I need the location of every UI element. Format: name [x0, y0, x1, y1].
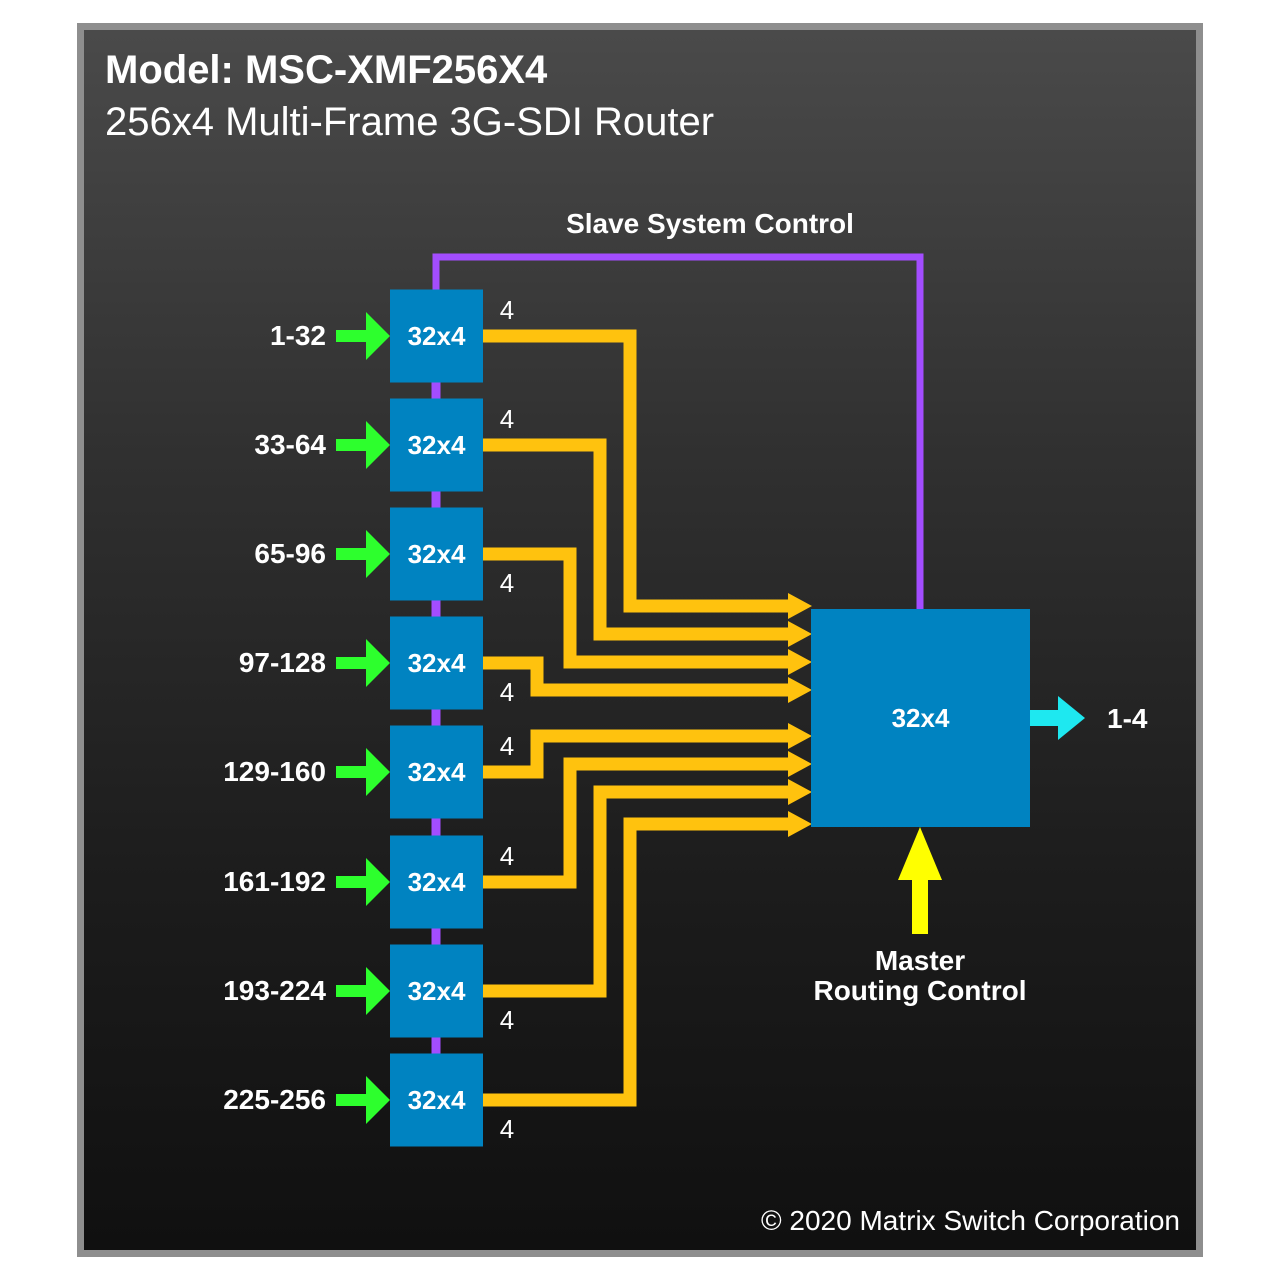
- frame-block: [390, 835, 483, 929]
- bus-line-5: [483, 729, 790, 779]
- bus-line-3: [483, 547, 790, 669]
- input-arrow-head: [366, 421, 390, 469]
- master-control-label: Master: [875, 945, 965, 976]
- master-block: [811, 609, 1030, 827]
- bus-arrow-6: [788, 751, 812, 777]
- frame-block-label: 32x4: [408, 321, 466, 351]
- input-range-label: 161-192: [223, 866, 326, 897]
- input-range-label: 97-128: [239, 647, 326, 678]
- bus-count-label: 4: [500, 731, 514, 761]
- bus-arrow-2: [788, 621, 812, 647]
- input-arrow-head: [366, 1076, 390, 1124]
- input-arrow-head: [366, 312, 390, 360]
- input-range-label: 129-160: [223, 756, 326, 787]
- input-arrow-shaft: [336, 439, 370, 451]
- bus-arrow-8: [788, 811, 812, 837]
- master-control-label: Routing Control: [813, 975, 1026, 1006]
- master-block-label: 32x4: [892, 703, 950, 733]
- bus-count-label: 4: [500, 677, 514, 707]
- bus-line-8: [483, 817, 790, 1107]
- input-arrow-shaft: [336, 985, 370, 997]
- input-arrow-head: [366, 530, 390, 578]
- copyright-notice: © 2020 Matrix Switch Corporation: [760, 1205, 1180, 1236]
- frame-block-label: 32x4: [408, 430, 466, 460]
- bus-arrow-5: [788, 723, 812, 749]
- frame-block: [390, 507, 483, 601]
- bus-line-6: [483, 757, 790, 889]
- input-arrow-head: [366, 967, 390, 1015]
- bus-line-7: [483, 785, 790, 998]
- input-range-label: 65-96: [254, 538, 326, 569]
- frame-block: [390, 1053, 483, 1147]
- bus-arrow-4: [788, 677, 812, 703]
- frame-block-label: 32x4: [408, 867, 466, 897]
- slave-control-label: Slave System Control: [566, 208, 854, 239]
- frame-block-label: 32x4: [408, 976, 466, 1006]
- input-arrow-shaft: [336, 1094, 370, 1106]
- bus-count-label: 4: [500, 295, 514, 325]
- bus-arrow-1: [788, 593, 812, 619]
- input-arrow-head: [366, 639, 390, 687]
- bus-count-label: 4: [500, 568, 514, 598]
- input-arrow-head: [366, 748, 390, 796]
- bus-arrow-7: [788, 779, 812, 805]
- frame-block: [390, 616, 483, 710]
- output-range-label: 1-4: [1107, 703, 1148, 734]
- master-control-arrow-shaft: [912, 872, 928, 934]
- frame-block-label: 32x4: [408, 539, 466, 569]
- input-range-label: 1-32: [270, 320, 326, 351]
- bus-arrow-3: [788, 649, 812, 675]
- input-arrow-shaft: [336, 330, 370, 342]
- input-range-label: 33-64: [254, 429, 326, 460]
- input-range-label: 225-256: [223, 1084, 326, 1115]
- frame-block: [390, 398, 483, 492]
- frame-block-label: 32x4: [408, 648, 466, 678]
- frame-block-label: 32x4: [408, 757, 466, 787]
- output-arrow-shaft: [1030, 710, 1060, 726]
- bus-count-label: 4: [500, 1005, 514, 1035]
- bus-line-4: [483, 656, 790, 697]
- input-range-label: 193-224: [223, 975, 326, 1006]
- model-title: Model: MSC-XMF256X4: [105, 48, 548, 92]
- bus-line-1: [483, 329, 790, 613]
- bus-count-label: 4: [500, 841, 514, 871]
- input-arrow-shaft: [336, 657, 370, 669]
- frame-block: [390, 944, 483, 1038]
- input-arrow-head: [366, 858, 390, 906]
- input-arrow-shaft: [336, 876, 370, 888]
- input-arrow-shaft: [336, 766, 370, 778]
- bus-count-label: 4: [500, 1114, 514, 1144]
- frame-block-label: 32x4: [408, 1085, 466, 1115]
- master-control-arrow-head: [898, 827, 942, 880]
- frame-block: [390, 725, 483, 819]
- frame-block: [390, 289, 483, 383]
- product-subtitle: 256x4 Multi-Frame 3G-SDI Router: [105, 100, 715, 144]
- bus-count-label: 4: [500, 404, 514, 434]
- output-arrow-head: [1058, 696, 1085, 740]
- input-arrow-shaft: [336, 548, 370, 560]
- bus-line-2: [483, 438, 790, 641]
